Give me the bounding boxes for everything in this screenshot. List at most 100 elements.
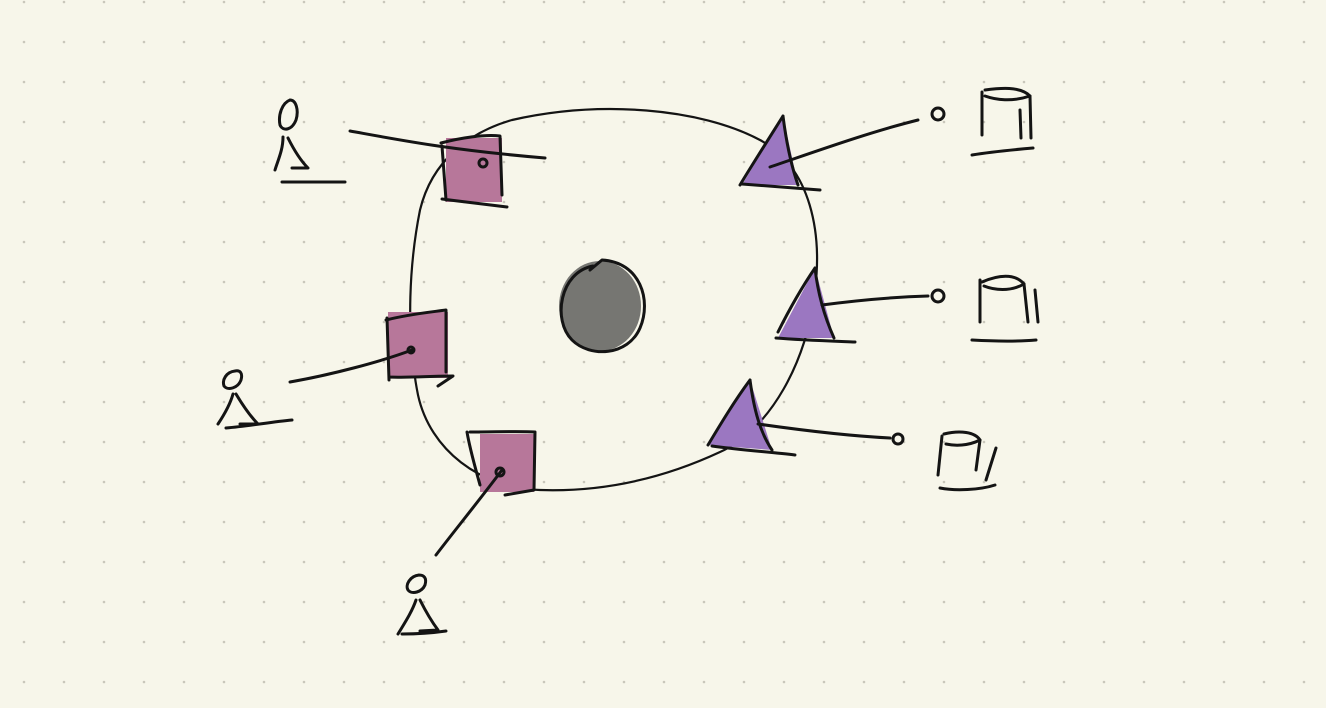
grid-dot: [1302, 120, 1306, 124]
grid-dot: [1182, 280, 1186, 284]
grid-dot: [902, 480, 906, 484]
grid-dot: [1062, 320, 1066, 324]
grid-dot: [342, 360, 346, 364]
grid-dot: [102, 680, 106, 684]
grid-dot: [902, 320, 906, 324]
grid-dot: [262, 0, 266, 4]
grid-dot: [502, 520, 506, 524]
grid-dot: [182, 400, 186, 404]
grid-dot: [262, 320, 266, 324]
grid-dot: [702, 0, 706, 4]
grid-dot: [1182, 0, 1186, 4]
grid-dot: [222, 480, 226, 484]
grid-dot: [1262, 0, 1266, 4]
grid-dot: [1062, 400, 1066, 404]
grid-dot: [1302, 600, 1306, 604]
grid-dot: [622, 0, 626, 4]
grid-dot: [1102, 680, 1106, 684]
grid-dot: [1062, 440, 1066, 444]
grid-dot: [662, 80, 666, 84]
grid-dot: [102, 160, 106, 164]
grid-dot: [1062, 280, 1066, 284]
grid-dot: [1262, 520, 1266, 524]
grid-dot: [1222, 600, 1226, 604]
grid-dot: [422, 240, 426, 244]
grid-dot: [1102, 480, 1106, 484]
grid-dot: [222, 40, 226, 44]
grid-dot: [622, 200, 626, 204]
grid-dot: [822, 160, 826, 164]
grid-dot: [1062, 120, 1066, 124]
grid-dot: [862, 360, 866, 364]
grid-dot: [1022, 360, 1026, 364]
grid-dot: [262, 640, 266, 644]
grid-dot: [62, 640, 66, 644]
grid-dot: [782, 240, 786, 244]
grid-dot: [1022, 80, 1026, 84]
grid-dot: [582, 560, 586, 564]
grid-dot: [742, 360, 746, 364]
grid-dot: [902, 160, 906, 164]
grid-dot: [382, 440, 386, 444]
grid-dot: [142, 40, 146, 44]
grid-dot: [1022, 640, 1026, 644]
grid-dot: [342, 400, 346, 404]
grid-dot: [662, 520, 666, 524]
grid-dot: [1262, 200, 1266, 204]
grid-dot: [382, 560, 386, 564]
grid-dot: [142, 240, 146, 244]
grid-dot: [342, 440, 346, 444]
grid-dot: [902, 0, 906, 4]
grid-dot: [462, 240, 466, 244]
grid-dot: [582, 160, 586, 164]
grid-dot: [342, 80, 346, 84]
grid-dot: [862, 280, 866, 284]
grid-dot: [1262, 280, 1266, 284]
grid-dot: [1262, 240, 1266, 244]
grid-dot: [902, 600, 906, 604]
grid-dot: [702, 160, 706, 164]
grid-dot: [782, 280, 786, 284]
grid-dot: [1302, 0, 1306, 4]
grid-dot: [262, 360, 266, 364]
grid-dot: [1142, 320, 1146, 324]
grid-dot: [302, 560, 306, 564]
grid-dot: [422, 80, 426, 84]
grid-dot: [142, 80, 146, 84]
grid-dot: [622, 40, 626, 44]
grid-dot: [262, 240, 266, 244]
grid-dot: [782, 480, 786, 484]
grid-dot: [1222, 120, 1226, 124]
grid-dot: [902, 360, 906, 364]
grid-dot: [822, 280, 826, 284]
grid-dot: [382, 520, 386, 524]
grid-dot: [1022, 680, 1026, 684]
grid-dot: [102, 320, 106, 324]
grid-dot: [1142, 400, 1146, 404]
grid-dot: [222, 560, 226, 564]
grid-dot: [1262, 80, 1266, 84]
grid-dot: [302, 640, 306, 644]
grid-dot: [982, 560, 986, 564]
grid-dot: [862, 480, 866, 484]
grid-dot: [62, 200, 66, 204]
grid-dot: [422, 280, 426, 284]
grid-dot: [622, 640, 626, 644]
grid-dot: [662, 360, 666, 364]
grid-dot: [462, 560, 466, 564]
grid-dot: [462, 80, 466, 84]
grid-dot: [782, 640, 786, 644]
grid-dot: [142, 160, 146, 164]
grid-dot: [342, 40, 346, 44]
grid-dot: [382, 40, 386, 44]
grid-dot: [822, 600, 826, 604]
grid-dot: [62, 0, 66, 4]
grid-dot: [822, 640, 826, 644]
grid-dot: [742, 120, 746, 124]
grid-dot: [1062, 240, 1066, 244]
endpoint-dot: [891, 432, 905, 446]
grid-dot: [422, 440, 426, 444]
grid-dot: [542, 600, 546, 604]
grid-dot: [822, 200, 826, 204]
grid-dot: [662, 320, 666, 324]
